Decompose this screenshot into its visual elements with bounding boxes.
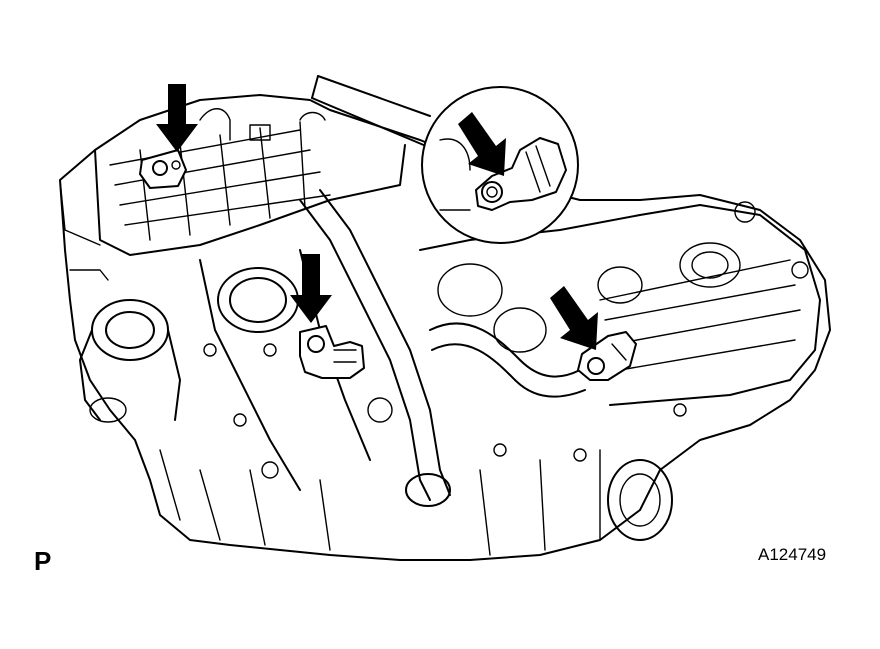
arrow-left-bank [156, 84, 198, 152]
sensor-center [299, 325, 365, 379]
sensor-detail-inset [311, 75, 579, 244]
sensor-left-bank [139, 149, 187, 189]
arrow-center [290, 254, 332, 323]
figure-id: A124749 [758, 545, 827, 564]
arrow-right-bank [550, 286, 598, 350]
corner-letter: P [34, 546, 52, 576]
arrow-detail-inset [458, 112, 506, 176]
sensor-right-bank [577, 331, 637, 381]
